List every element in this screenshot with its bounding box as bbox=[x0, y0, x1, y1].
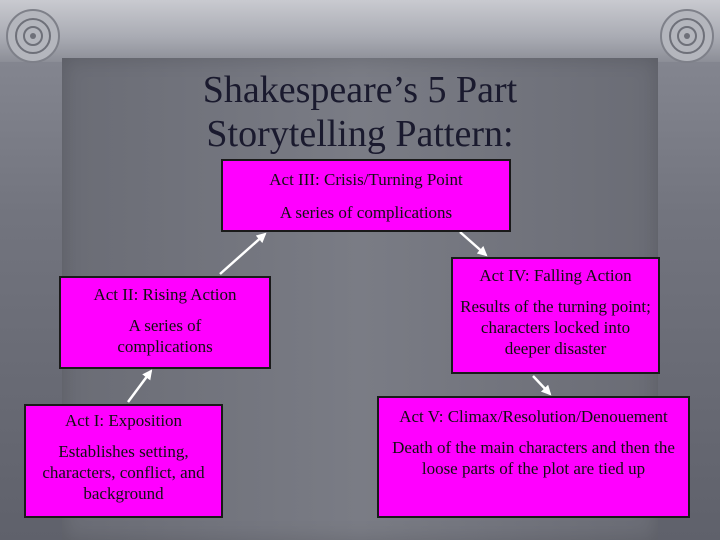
arrow-act1-to-act2 bbox=[126, 369, 153, 403]
slide-title: Shakespeare’s 5 Part Storytelling Patter… bbox=[100, 68, 620, 156]
arrow-act4-to-act5 bbox=[532, 375, 552, 396]
column-capital bbox=[0, 0, 720, 62]
act-4-heading: Act IV: Falling Action bbox=[479, 266, 632, 285]
act-3-box: Act III: Crisis/Turning Point A series o… bbox=[221, 159, 511, 232]
act-1-heading: Act I: Exposition bbox=[64, 411, 183, 430]
act-4-description: Results of the turning point; characters… bbox=[460, 297, 651, 358]
title-line-2: Storytelling Pattern: bbox=[206, 113, 514, 155]
act-4-box: Act IV: Falling Action Results of the tu… bbox=[451, 257, 660, 374]
act-3-heading: Act III: Crisis/Turning Point bbox=[269, 170, 463, 189]
title-line-1: Shakespeare’s 5 Part bbox=[202, 69, 518, 111]
act-5-box: Act V: Climax/Resolution/Denouement Deat… bbox=[377, 396, 690, 518]
act-5-heading: Act V: Climax/Resolution/Denouement bbox=[399, 407, 668, 426]
act-2-box: Act II: Rising Action A series of compli… bbox=[59, 276, 271, 369]
act-5-description: Death of the main characters and then th… bbox=[392, 438, 675, 478]
scroll-ornament-right-icon bbox=[660, 9, 714, 63]
act-2-heading: Act II: Rising Action bbox=[93, 285, 237, 304]
scroll-ornament-left-icon bbox=[6, 9, 60, 63]
arrow-act3-to-act4 bbox=[459, 231, 488, 257]
act-3-description: A series of complications bbox=[279, 203, 453, 222]
act-1-box: Act I: Exposition Establishes setting, c… bbox=[24, 404, 223, 518]
act-1-description: Establishes setting, characters, conflic… bbox=[42, 442, 205, 503]
act-2-description: A series of complications bbox=[117, 316, 213, 356]
arrow-act2-to-act3 bbox=[219, 232, 267, 275]
